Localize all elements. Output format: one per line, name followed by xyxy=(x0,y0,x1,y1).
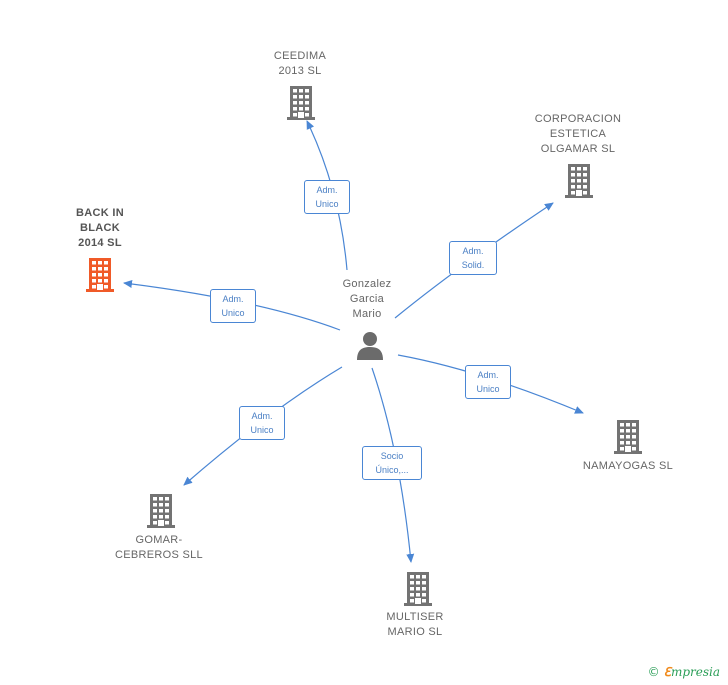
brand-logo-letter: ℇ xyxy=(663,665,671,679)
relation-label-line: Unico xyxy=(476,384,500,394)
company-label-line: OLGAMAR SL xyxy=(540,143,616,155)
relation-label-line: Unico xyxy=(250,425,274,435)
company-label-line: BACK IN xyxy=(76,207,124,219)
relation-label-line: Solid. xyxy=(461,260,485,270)
building-icon[interactable] xyxy=(85,256,115,292)
company-label-ceedima[interactable]: CEEDIMA 2013 SL xyxy=(274,49,326,79)
relation-label-line: Socio xyxy=(380,451,404,461)
company-label-line: GOMAR- xyxy=(135,534,183,546)
relation-label-gomar[interactable]: Adm. Unico xyxy=(239,406,285,440)
relation-label-corporacion[interactable]: Adm. Solid. xyxy=(449,241,497,275)
company-label-backinblack[interactable]: BACK IN BLACK 2014 SL xyxy=(76,206,124,251)
company-label-line: CEEDIMA xyxy=(273,50,327,62)
relation-label-line: Unico xyxy=(221,308,245,318)
company-label-line: MULTISER xyxy=(386,611,444,623)
company-label-line: 2014 SL xyxy=(78,237,122,249)
brand-name: mpresia xyxy=(670,665,720,679)
relation-label-line: Unico xyxy=(315,199,339,209)
relation-label-ceedima[interactable]: Adm. Unico xyxy=(304,180,350,214)
relation-label-line: Adm. xyxy=(477,370,499,380)
copyright-symbol: © xyxy=(647,665,660,679)
company-label-gomar[interactable]: GOMAR- CEBREROS SLL xyxy=(115,533,203,563)
building-icon[interactable] xyxy=(146,492,176,528)
company-label-line: NAMAYOGAS SL xyxy=(582,460,674,472)
company-label-line: ESTETICA xyxy=(549,128,607,140)
person-icon[interactable] xyxy=(355,330,385,360)
relation-label-line: Adm. xyxy=(316,185,338,195)
company-label-line: MARIO SL xyxy=(387,626,443,638)
building-icon[interactable] xyxy=(564,162,594,198)
company-label-multiser[interactable]: MULTISER MARIO SL xyxy=(386,610,443,640)
person-label-line: Gonzalez xyxy=(342,278,392,290)
building-icon[interactable] xyxy=(403,570,433,606)
relation-label-line: Adm. xyxy=(251,411,273,421)
building-icon[interactable] xyxy=(286,84,316,120)
company-label-line: BLACK xyxy=(80,222,120,234)
person-label-line: Mario xyxy=(352,308,382,320)
relation-label-line: Adm. xyxy=(222,294,244,304)
company-label-corporacion[interactable]: CORPORACION ESTETICA OLGAMAR SL xyxy=(535,112,621,157)
person-label-line: Garcia xyxy=(349,293,385,305)
relation-label-line: Único,... xyxy=(375,465,409,475)
relation-label-line: Adm. xyxy=(462,246,484,256)
company-label-line: CORPORACION xyxy=(534,113,622,125)
relation-label-backinblack[interactable]: Adm. Unico xyxy=(210,289,256,323)
company-label-namayogas[interactable]: NAMAYOGAS SL xyxy=(583,459,673,474)
company-label-line: CEBREROS SLL xyxy=(115,549,203,561)
empresia-brand: ©ℇmpresia xyxy=(648,665,720,679)
company-label-line: 2013 SL xyxy=(278,65,322,77)
building-icon[interactable] xyxy=(613,418,643,454)
relation-label-namayogas[interactable]: Adm. Unico xyxy=(465,365,511,399)
